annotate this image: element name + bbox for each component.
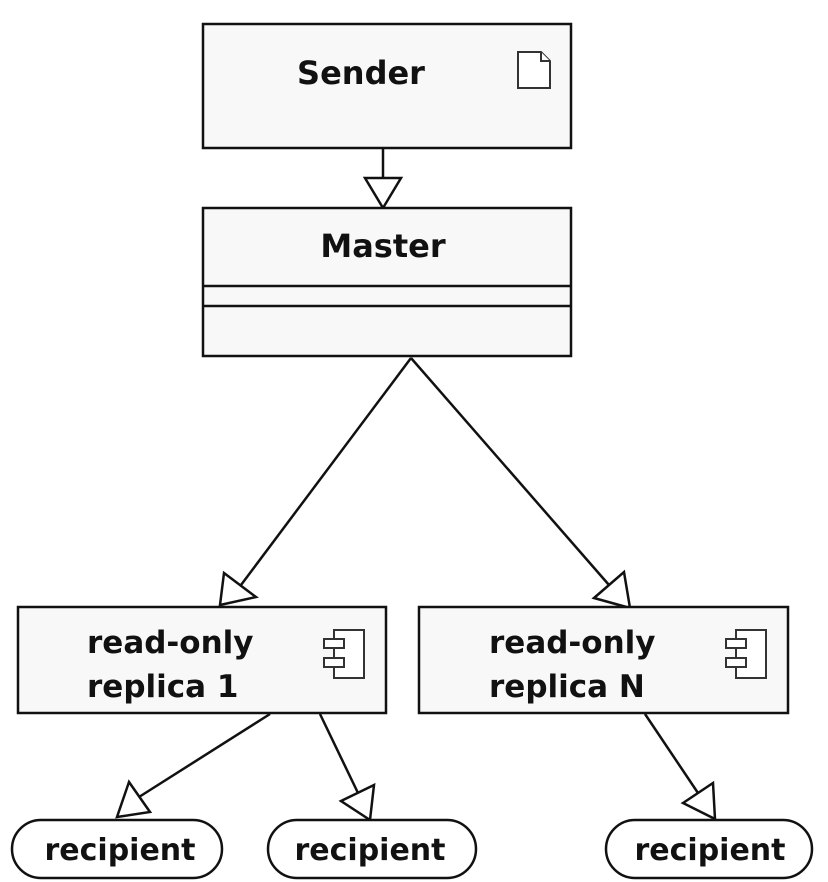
arrowhead-master-replica-n (591, 569, 632, 610)
recipient-3-label: recipient (634, 833, 785, 868)
arrowhead-sender-master (362, 176, 404, 211)
replica-1-box (16, 605, 388, 715)
arrowhead-replica-1-recipient-2 (338, 782, 376, 823)
arrowhead-replica-n-recipient-3 (680, 780, 717, 822)
recipient-1-label: recipient (44, 833, 195, 868)
component-icon (323, 629, 365, 679)
replica-n-label-line1: read-only (489, 625, 656, 661)
node-recipient-3[interactable]: recipient (604, 818, 814, 880)
node-replica-1[interactable]: read-only replica 1 (16, 605, 388, 715)
node-recipient-2[interactable]: recipient (266, 818, 478, 880)
edges (115, 148, 717, 823)
sender-label: Sender (297, 54, 425, 92)
node-recipient-1[interactable]: recipient (10, 818, 224, 880)
recipient-2-pill (266, 818, 478, 880)
sender-box (201, 22, 573, 150)
arrowhead-master-replica-1 (218, 570, 259, 607)
edge-replica-1-recipient-1 (138, 712, 271, 799)
replica-1-label-line2: replica 1 (87, 669, 238, 705)
recipient-3-pill (604, 818, 814, 880)
node-replica-n[interactable]: read-only replica N (417, 605, 790, 715)
arrowhead-replica-1-recipient-1 (115, 779, 153, 819)
replica-n-label-line2: replica N (489, 669, 645, 705)
master-box (201, 206, 573, 358)
replica-1-label-line1: read-only (87, 625, 254, 661)
edge-master-replica-n (410, 357, 610, 586)
component-icon (725, 629, 767, 679)
edge-replica-1-recipient-2 (318, 713, 360, 794)
edge-master-replica-1 (239, 357, 413, 586)
recipient-1-pill (10, 818, 224, 880)
node-master[interactable]: Master (201, 206, 573, 358)
node-sender[interactable]: Sender (201, 22, 573, 150)
master-label: Master (320, 227, 445, 265)
document-icon (517, 51, 551, 89)
recipient-2-label: recipient (294, 833, 445, 868)
edge-replica-n-recipient-3 (643, 713, 700, 794)
